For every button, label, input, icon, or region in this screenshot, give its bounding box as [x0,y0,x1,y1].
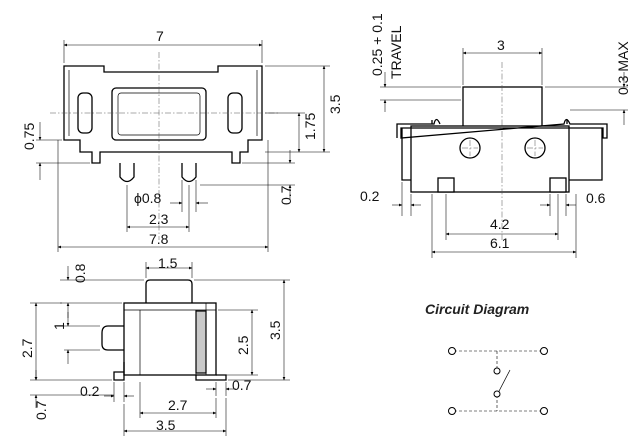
dim-end-inner-height: 2.5 [235,335,251,355]
dim-side-right: 0.6 [586,190,606,206]
dim-end-top: 1.5 [158,255,178,271]
terminal-switch-top [493,367,501,375]
top-view-body-outline [63,65,263,164]
side-view: 3 0.25 + 0.1 TRAVEL 0.3 MAX 0.2 0.6 4.2 … [360,13,631,258]
dim-side-outer: 6.1 [490,235,510,251]
left-hole [459,137,481,159]
side-actuator [462,86,543,128]
left-foot [437,177,455,193]
dim-pin-diameter: ϕ0.8 [134,190,162,206]
terminal-switch-bottom [493,390,501,398]
side-body [410,125,570,193]
right-pin [181,163,197,183]
switch-contact [496,369,511,396]
dim-end-width: 2.7 [168,397,188,413]
circuit-diagram: Circuit Diagram [425,301,548,415]
circuit-title: Circuit Diagram [425,301,529,317]
dim-travel: 0.25 + 0.1 [369,13,385,76]
dim-side-left: 0.2 [360,188,380,204]
dim-top-slot: 1.75 [302,113,318,140]
right-hole [524,137,546,159]
dim-end-step: 0.8 [72,263,88,283]
dim-top-total: 7.8 [149,231,169,247]
end-view: 1.5 0.8 1 2.7 0.7 2.5 3.5 0.2 [19,255,290,436]
dim-top-side: 0.75 [21,123,37,150]
end-knob [101,325,124,351]
dim-top-leg: 0.7 [278,185,294,205]
terminal-2 [540,347,548,355]
dim-max: 0.3 MAX [615,41,631,95]
end-plate [195,310,207,374]
dim-pin-pitch: 2.3 [149,211,169,227]
terminal-3 [448,407,456,415]
end-cap [145,279,193,305]
dim-end-leg-left: 0.2 [80,383,100,399]
top-view: 7 3.5 1.75 0.75 0.7 ϕ0.8 2.3 7.8 [21,28,343,252]
end-foot-left [113,362,125,381]
terminal-1 [448,347,456,355]
dim-end-total-height: 3.5 [267,320,283,340]
dim-actuator-width: 3 [497,37,505,53]
left-pin [119,163,135,183]
right-foot [549,177,567,193]
dim-side-inner: 4.2 [490,216,510,232]
dim-top-width: 7 [156,28,164,44]
dim-end-bottom: 0.7 [33,400,49,420]
dim-end-total-width: 3.5 [156,417,176,433]
dim-end-body-height: 2.7 [19,338,35,358]
terminal-4 [540,407,548,415]
dim-top-height: 3.5 [327,94,343,114]
dim-end-leg-right: 0.7 [232,377,252,393]
side-bracket [396,118,608,139]
label-travel: TRAVEL [388,25,404,79]
dim-end-knob: 1 [51,322,67,330]
